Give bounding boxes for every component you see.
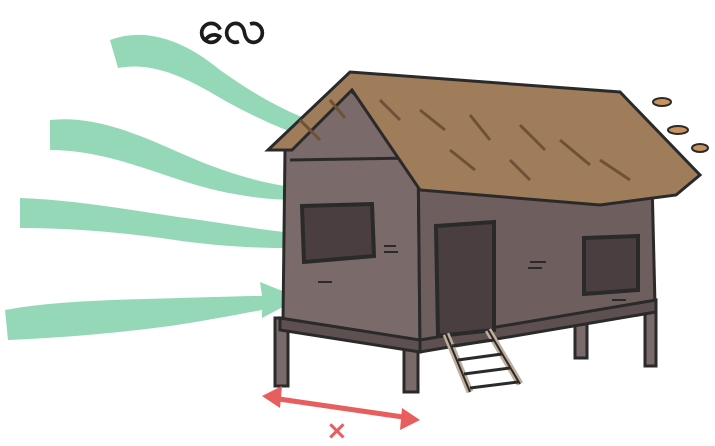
front-window bbox=[302, 204, 374, 262]
side-window bbox=[584, 236, 638, 294]
wind-label: လေ bbox=[198, 4, 266, 50]
dimension-label: × bbox=[326, 418, 348, 444]
wind-arrow-3 bbox=[20, 198, 320, 262]
door bbox=[436, 222, 494, 336]
wind-arrow-4 bbox=[5, 282, 300, 340]
stilt-house bbox=[268, 72, 708, 392]
